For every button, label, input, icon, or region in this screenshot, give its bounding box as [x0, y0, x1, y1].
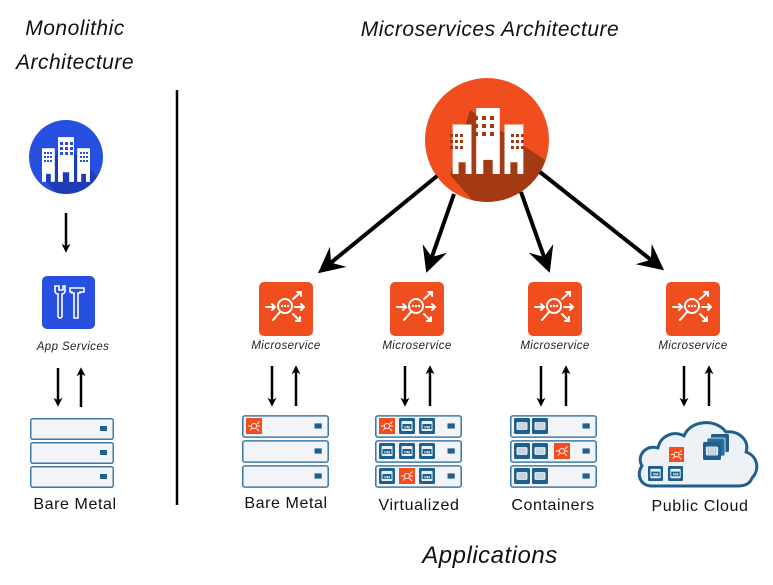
microservice-label: Microservice	[520, 340, 590, 352]
arrows-pair-1	[267, 365, 301, 407]
public-cloud-icon	[637, 421, 759, 488]
microservices-app-icon	[425, 78, 549, 202]
bare-metal-rack-icon	[30, 418, 114, 488]
arrow-to-microservice-3	[519, 191, 554, 273]
microservice-icon	[528, 282, 582, 336]
microservices-section	[242, 78, 759, 488]
arrow-to-microservice-1	[317, 174, 439, 274]
arrows-pair-2	[400, 365, 435, 407]
monolithic-title-line1: Monolithic	[25, 17, 125, 40]
microservice-label: Microservice	[658, 340, 728, 352]
arrows-pair-3	[536, 365, 571, 407]
virtualized-rack-icon	[375, 415, 462, 488]
applications-label: Applications	[422, 542, 558, 569]
virtualized-label: Virtualized	[378, 497, 460, 514]
public-cloud-label: Public Cloud	[651, 498, 749, 515]
containers-rack-icon	[510, 415, 597, 488]
containers-label: Containers	[511, 497, 595, 514]
microservice-icon	[259, 282, 313, 336]
monolithic-title-line2: Architecture	[15, 51, 135, 74]
bare-metal-label: Bare Metal	[244, 495, 328, 512]
monolithic-title: Monolithic Architecture	[0, 12, 150, 80]
microservice-label: Microservice	[251, 340, 321, 352]
monolithic-section	[29, 120, 114, 488]
microservice-icon	[666, 282, 720, 336]
tools-icon	[42, 276, 95, 329]
bare-metal-rack-icon	[242, 415, 329, 488]
microservices-title: Microservices Architecture	[360, 18, 620, 41]
arrow-to-microservice-2	[422, 193, 456, 273]
monolithic-app-icon	[29, 120, 103, 194]
monolithic-bare-metal-label: Bare Metal	[33, 496, 117, 513]
microservice-label: Microservice	[382, 340, 452, 352]
microservice-icon	[390, 282, 444, 336]
arrows-pair-4	[679, 365, 714, 407]
app-services-label: App Services	[36, 341, 110, 353]
arrow-to-microservice-4	[538, 170, 665, 271]
